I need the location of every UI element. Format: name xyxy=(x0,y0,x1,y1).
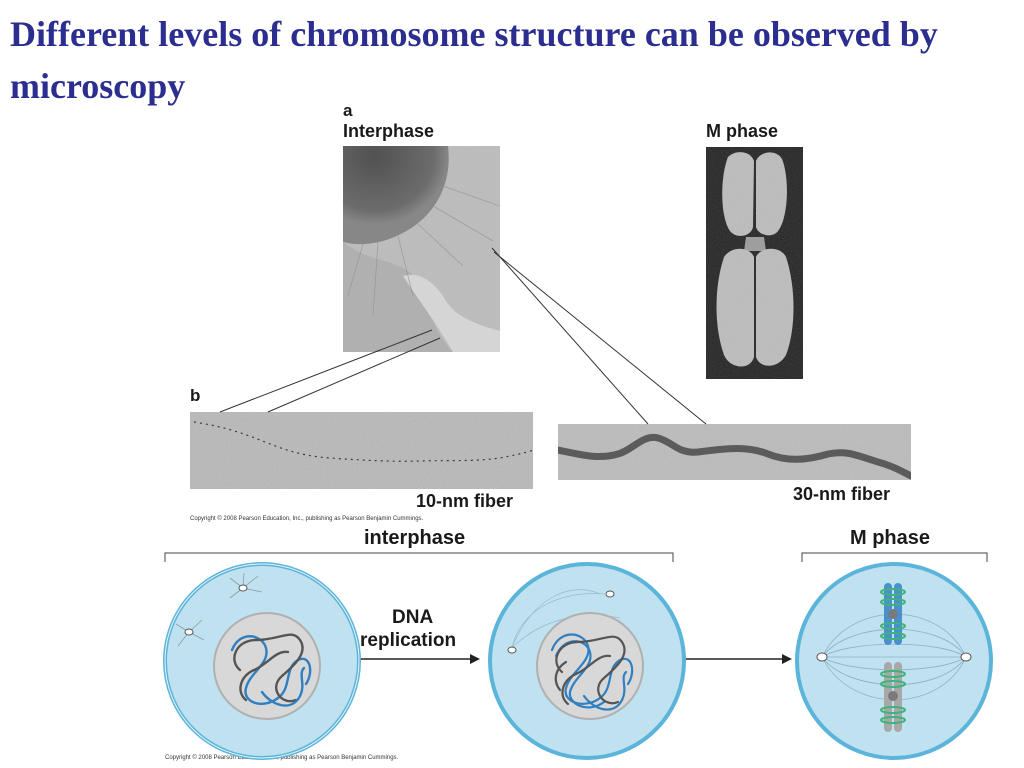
m-phase-micrograph-label: M phase xyxy=(706,121,779,141)
spindle-pole-icon xyxy=(816,652,828,662)
dna-replication-label-line2: replication xyxy=(360,630,457,651)
slide-title: Different levels of chromosome structure… xyxy=(10,14,938,106)
m-phase-cell xyxy=(795,562,993,760)
fiber-30nm-micrograph xyxy=(558,424,911,480)
replicated-chromatin xyxy=(550,633,634,711)
interphase-nucleus-micrograph xyxy=(343,146,500,352)
m-phase-bracket-label: M phase xyxy=(850,527,931,549)
interphase-cell-before-replication xyxy=(163,562,361,760)
mitosis-arrow xyxy=(682,654,792,664)
panel-b-letter: b xyxy=(190,386,201,405)
interphase-cell-after-replication xyxy=(488,562,686,760)
fiber-30nm-label: 30-nm fiber xyxy=(793,484,891,504)
interphase-micrograph-label: Interphase xyxy=(343,121,435,141)
m-phase-chromosome-micrograph xyxy=(706,147,803,379)
dna-replication-arrow xyxy=(360,654,480,664)
chromosome-blue xyxy=(880,583,906,645)
fiber-10nm-micrograph xyxy=(190,412,533,489)
interphase-bracket-label: interphase xyxy=(364,527,466,549)
centrosome-icon xyxy=(175,619,205,647)
top-figure-copyright: Copyright © 2008 Pearson Education, Inc.… xyxy=(190,516,424,522)
panel-a-letter: a xyxy=(343,101,353,120)
spindle-pole-icon xyxy=(960,652,972,662)
dna-replication-label-line1: DNA xyxy=(392,607,434,628)
chromatin xyxy=(230,633,312,707)
centrosome-icon xyxy=(229,572,263,599)
chromosome-gray xyxy=(880,662,906,732)
centrosome-icon xyxy=(507,646,517,654)
centrosome-icon xyxy=(605,590,615,598)
fiber-10nm-label: 10-nm fiber xyxy=(416,491,514,511)
interphase-bracket xyxy=(164,552,674,562)
m-phase-bracket xyxy=(801,552,988,562)
